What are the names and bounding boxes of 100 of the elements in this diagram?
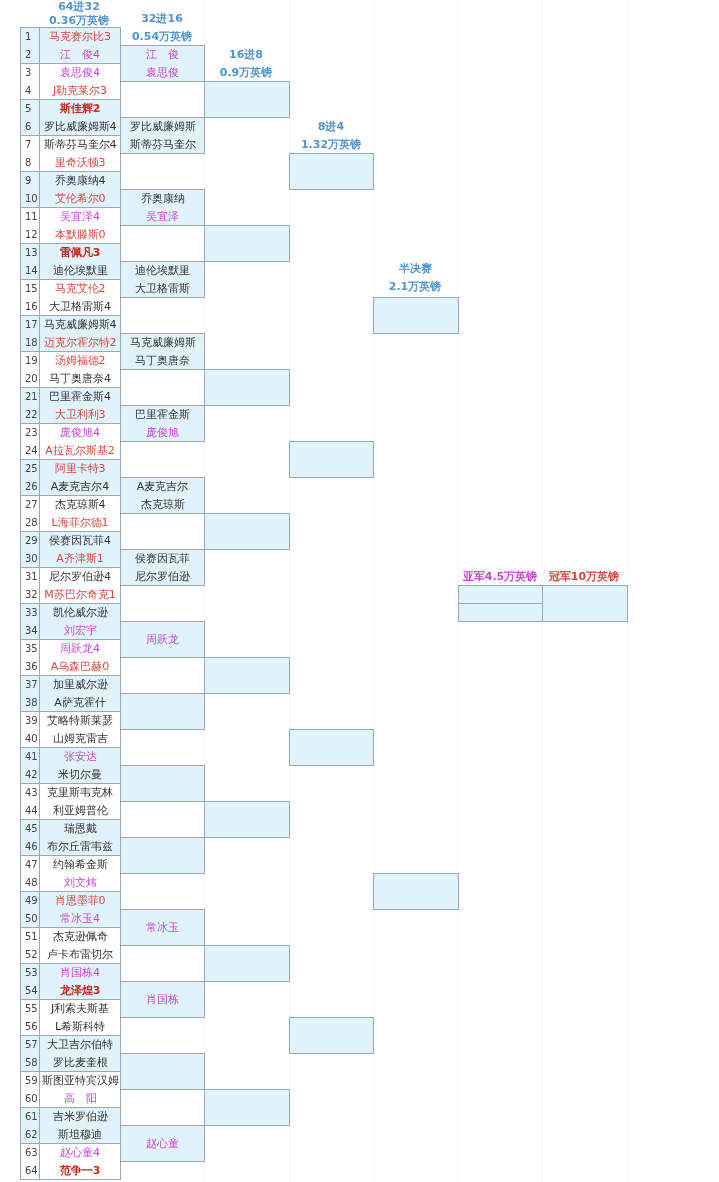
player-name: A乌森巴赫0 [50,660,110,673]
player-name: 周跃龙 [146,633,179,646]
seed-number: 20 [25,372,38,385]
seed-number: 44 [25,804,38,817]
seed-number: 22 [25,408,38,421]
seed-number: 41 [25,750,38,763]
seed-number: 14 [25,264,38,277]
seed-number: 18 [25,336,38,349]
match-box [20,783,121,820]
player-name: 本默滕斯0 [54,228,106,241]
seed-number: 64 [25,1164,38,1177]
player-name: 范争一3 [59,1164,101,1177]
player-name: 庞俊旭 [146,426,179,439]
player-name: A麦克吉尔 [136,480,189,493]
player-name: L海菲尔德1 [51,516,109,529]
seed-number: 29 [25,534,38,547]
player-name: 张安达 [63,750,97,763]
bracket-box [204,369,290,406]
player-name: 克里斯韦克林 [47,786,113,799]
match-box [20,135,121,172]
round-title: 16进8 [229,48,263,61]
player-name: 艾略特斯莱瑟 [47,714,113,727]
seed-number: 37 [25,678,38,691]
bracket-box [289,1017,374,1054]
seed-number: 38 [25,696,38,709]
player-name: 袁思俊4 [60,66,100,79]
bracket-box [204,801,290,838]
match-box [20,567,121,604]
bracket-box [289,153,374,190]
player-name: 肖国栋 [146,993,179,1006]
player-name: 乔奥康纳4 [54,174,106,187]
player-name: A拉瓦尔斯基2 [45,444,115,457]
bracket-box [120,477,205,514]
player-name: 刘文炜 [63,876,97,889]
player-name: 江 俊 [146,48,179,61]
player-name: 周跃龙4 [60,642,100,655]
seed-number: 17 [25,318,38,331]
player-name: 马克赛尔比3 [49,30,111,43]
bracket-box [120,189,205,226]
match-box [20,675,121,712]
bracket-box [120,909,205,946]
bracket-box [204,81,290,118]
player-name: A萨克霍什 [54,696,106,709]
player-name: 肖国栋4 [60,966,100,979]
seed-number: 34 [25,624,38,637]
player-name: 高 阳 [63,1092,97,1105]
seed-number: 21 [25,390,38,403]
seed-number: 15 [25,282,38,295]
bracket-box [204,657,290,694]
player-name: 罗比威廉姆斯 [129,120,196,133]
match-box [20,387,121,424]
player-name: 乔奥康纳 [140,192,185,205]
round-title: 32进16 [141,12,183,25]
seed-number: 47 [25,858,38,871]
match-box [20,639,121,676]
match-box [20,207,121,244]
player-name: 迈克尔霍尔特2 [43,336,117,349]
seed-number: 36 [25,660,38,673]
player-name: 山姆克雷吉 [52,732,108,745]
player-name: 肖恩墨菲0 [54,894,106,907]
player-name: A麦克吉尔4 [50,480,110,493]
match-box [20,1071,121,1108]
player-name: 吉米罗伯逊 [52,1110,108,1123]
prize-money: 0.36万英镑 [48,14,110,27]
player-name: 马克艾伦2 [54,282,106,295]
match-box [20,27,121,64]
seed-number: 31 [25,570,38,583]
seed-number: 61 [25,1110,38,1123]
seed-number: 23 [25,426,38,439]
player-name: 雷佩凡3 [59,246,101,259]
player-name: 迪伦埃默里 [135,264,190,277]
seed-number: 52 [25,948,38,961]
player-name: J利索夫斯基 [50,1002,110,1015]
bracket-box [120,1053,205,1090]
player-name: 杰克琼斯4 [54,498,106,511]
seed-number: 39 [25,714,38,727]
seed-number: 50 [25,912,38,925]
match-box [20,99,121,136]
player-name: 马丁奥唐奈 [135,354,190,367]
round-title: 8进4 [317,120,345,133]
seed-number: 40 [25,732,38,745]
player-name: 瑞恩戴 [63,822,97,835]
player-name: L希斯科特 [54,1020,106,1033]
seed-number: 51 [25,930,38,943]
seed-number: 13 [25,246,38,259]
round-title: 半决赛 [398,262,432,275]
seed-number: 24 [25,444,38,457]
bracket-box [204,225,290,262]
bracket-box [120,621,205,658]
match-box [20,1035,121,1072]
seed-number: 32 [25,588,38,601]
bracket-box [120,261,205,298]
player-name: 马克威廉姆斯 [129,336,196,349]
seed-number: 62 [25,1128,38,1141]
match-box [20,423,121,460]
seed-number: 1 [25,30,32,43]
player-name: 斯佳辉2 [59,102,101,115]
seed-number: 10 [25,192,38,205]
player-name: 赵心童 [146,1137,179,1150]
seed-number: 4 [25,84,32,97]
